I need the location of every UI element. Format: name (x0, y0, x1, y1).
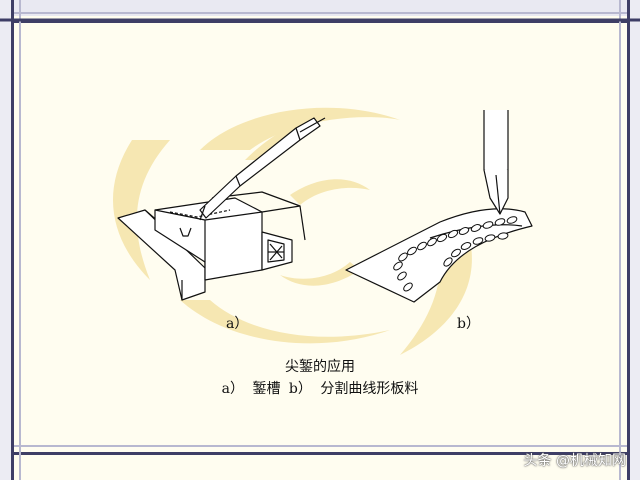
figure-a-groove-chiseling (117, 117, 326, 301)
figure-a-label: a） (226, 316, 249, 332)
hole-pattern (393, 216, 518, 292)
caption-title: 尖錾的应用 (285, 359, 355, 375)
figure-b-curve-cutting (345, 110, 533, 303)
figure-b-label: b） (457, 316, 480, 332)
watermark-text: 头条 @机械知网 (523, 453, 626, 469)
caption-subtitle: a） 錾槽 b） 分割曲线形板料 (221, 381, 419, 397)
